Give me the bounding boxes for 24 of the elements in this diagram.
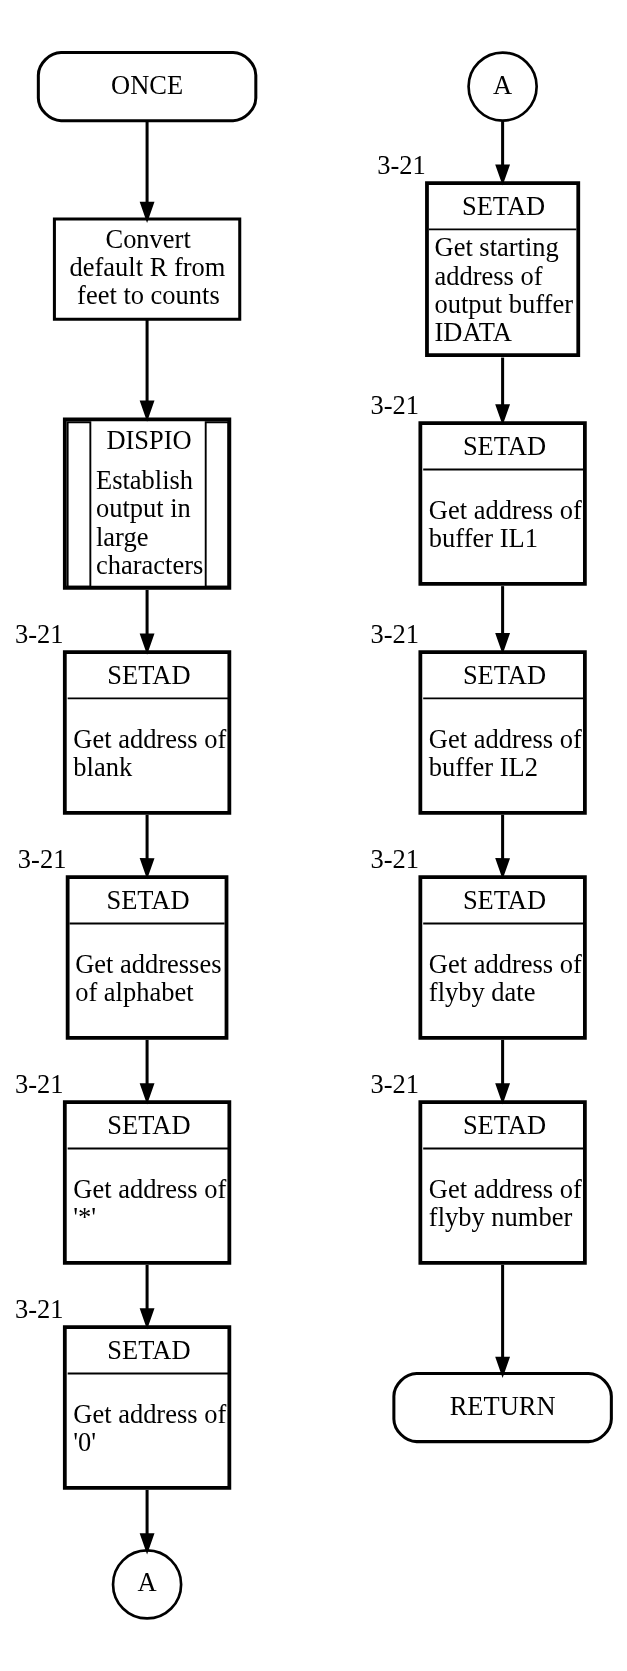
node-box: ONCE (36, 51, 258, 123)
arrow (139, 589, 155, 655)
node-label: 3-21 (15, 1294, 64, 1325)
node-circle: A (111, 1549, 183, 1620)
arrow (139, 121, 155, 224)
node-label: 3-21 (370, 390, 420, 421)
arrow (495, 1264, 511, 1379)
node-label: 3-21 (370, 844, 420, 875)
arrow (139, 814, 155, 880)
arrow (139, 319, 155, 422)
node-label: 3-21 (17, 844, 67, 875)
arrow (139, 1039, 155, 1105)
node-label: 3-21 (370, 618, 420, 649)
node-label: 3-21 (377, 149, 426, 180)
node-label: 3-21 (370, 1069, 420, 1100)
arrow (139, 1489, 155, 1555)
arrow (495, 121, 511, 186)
arrow (495, 1039, 511, 1105)
node-label: 3-21 (15, 618, 64, 649)
arrow (139, 1264, 155, 1330)
node-circle: A (467, 51, 538, 122)
node-box: RETURN (392, 1372, 613, 1444)
node-box: Convert default R from feet to counts (52, 217, 242, 321)
node-label: 3-21 (15, 1069, 64, 1100)
